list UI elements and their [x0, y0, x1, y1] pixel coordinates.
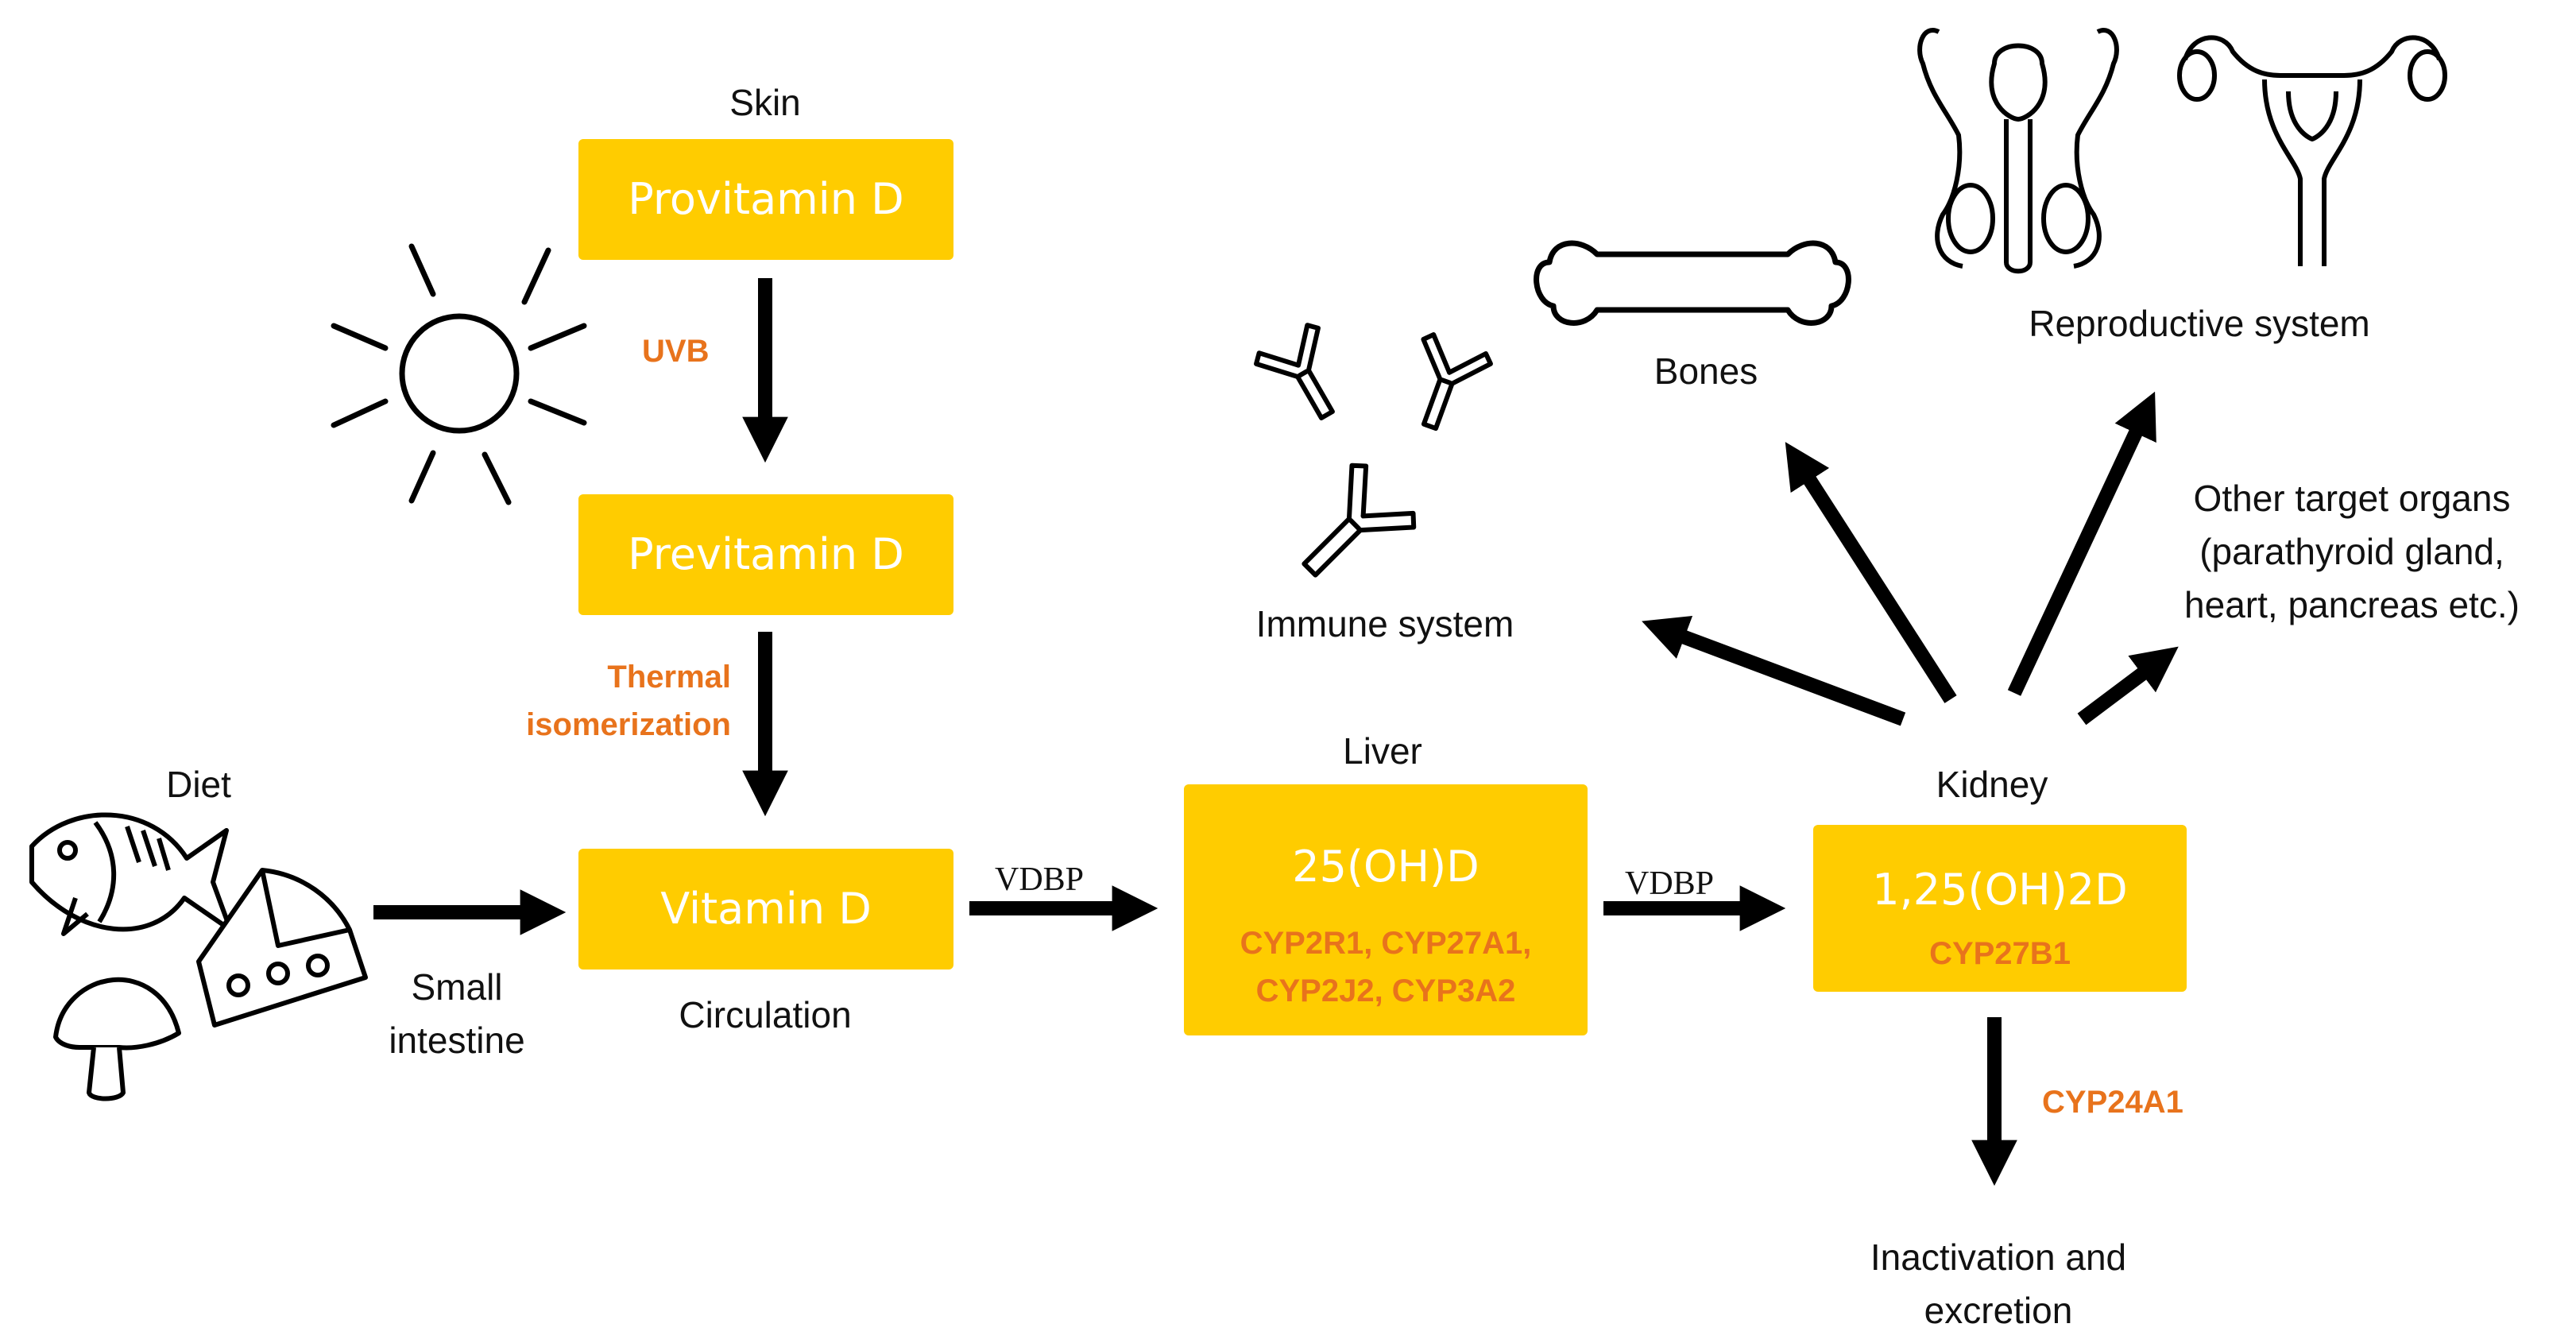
- previtamin-d-label: Previtamin D: [628, 529, 904, 579]
- mushroom-icon: [53, 977, 181, 1101]
- reproductive-system-label: Reproductive system: [2029, 303, 2370, 344]
- small-intestine-line1: Small: [411, 966, 503, 1008]
- kidney-enzyme-label: CYP27B1: [1929, 936, 2071, 971]
- cheese-icon: [196, 868, 368, 1028]
- vitamin-d-box: Vitamin D: [578, 849, 953, 970]
- liver-enzymes-line2: CYP2J2, CYP3A2: [1255, 973, 1516, 1008]
- sun-icon: [331, 243, 587, 505]
- thermal-isomerization-line1: Thermal: [607, 660, 731, 695]
- inactivation-line1: Inactivation and: [1870, 1237, 2127, 1278]
- bone-icon: [1534, 240, 1851, 326]
- thermal-isomerization-line2: isomerization: [526, 707, 731, 742]
- vitamin-d-label: Vitamin D: [660, 884, 872, 934]
- kidney-box: 1,25(OH)2D CYP27B1: [1813, 825, 2187, 992]
- liver-box: 25(OH)D CYP2R1, CYP27A1, CYP2J2, CYP3A2: [1184, 784, 1588, 1035]
- diet-label: Diet: [166, 764, 231, 805]
- arrow-to-immune: [1642, 615, 1906, 726]
- bones-label: Bones: [1654, 350, 1758, 392]
- inactivation-line2: excretion: [1924, 1290, 2073, 1331]
- uvb-label: UVB: [642, 334, 710, 369]
- liver-enzymes-line1: CYP2R1, CYP27A1,: [1240, 926, 1532, 961]
- previtamin-d-box: Previtamin D: [578, 494, 953, 615]
- immune-system-label: Immune system: [1255, 603, 1514, 644]
- antibody-icon: [1254, 323, 1493, 578]
- vdbp-label-2: VDBP: [1625, 865, 1715, 902]
- other-organs-line1: Other target organs: [2193, 478, 2511, 519]
- liver-product-label: 25(OH)D: [1292, 842, 1479, 892]
- male-reproductive-icon: [1917, 28, 2119, 274]
- other-organs-line3: heart, pancreas etc.): [2184, 584, 2520, 625]
- kidney-label: Kidney: [1936, 764, 2048, 805]
- small-intestine-line2: intestine: [389, 1020, 525, 1061]
- vdbp-label-1: VDBP: [995, 861, 1085, 898]
- provitamin-d-label: Provitamin D: [628, 174, 904, 224]
- female-reproductive-icon: [2177, 35, 2447, 266]
- arrow-to-other-organs: [2077, 646, 2179, 726]
- cyp24a1-label: CYP24A1: [2042, 1085, 2183, 1120]
- circulation-label: Circulation: [679, 994, 852, 1035]
- other-organs-line2: (parathyroid gland,: [2199, 531, 2504, 572]
- arrow-to-bones: [1785, 442, 1957, 703]
- fish-icon: [29, 812, 233, 936]
- kidney-product-label: 1,25(OH)2D: [1872, 865, 2128, 915]
- provitamin-d-box: Provitamin D: [578, 139, 953, 260]
- liver-label: Liver: [1343, 730, 1422, 772]
- skin-label: Skin: [729, 82, 801, 123]
- arrow-to-reproductive: [2007, 391, 2156, 696]
